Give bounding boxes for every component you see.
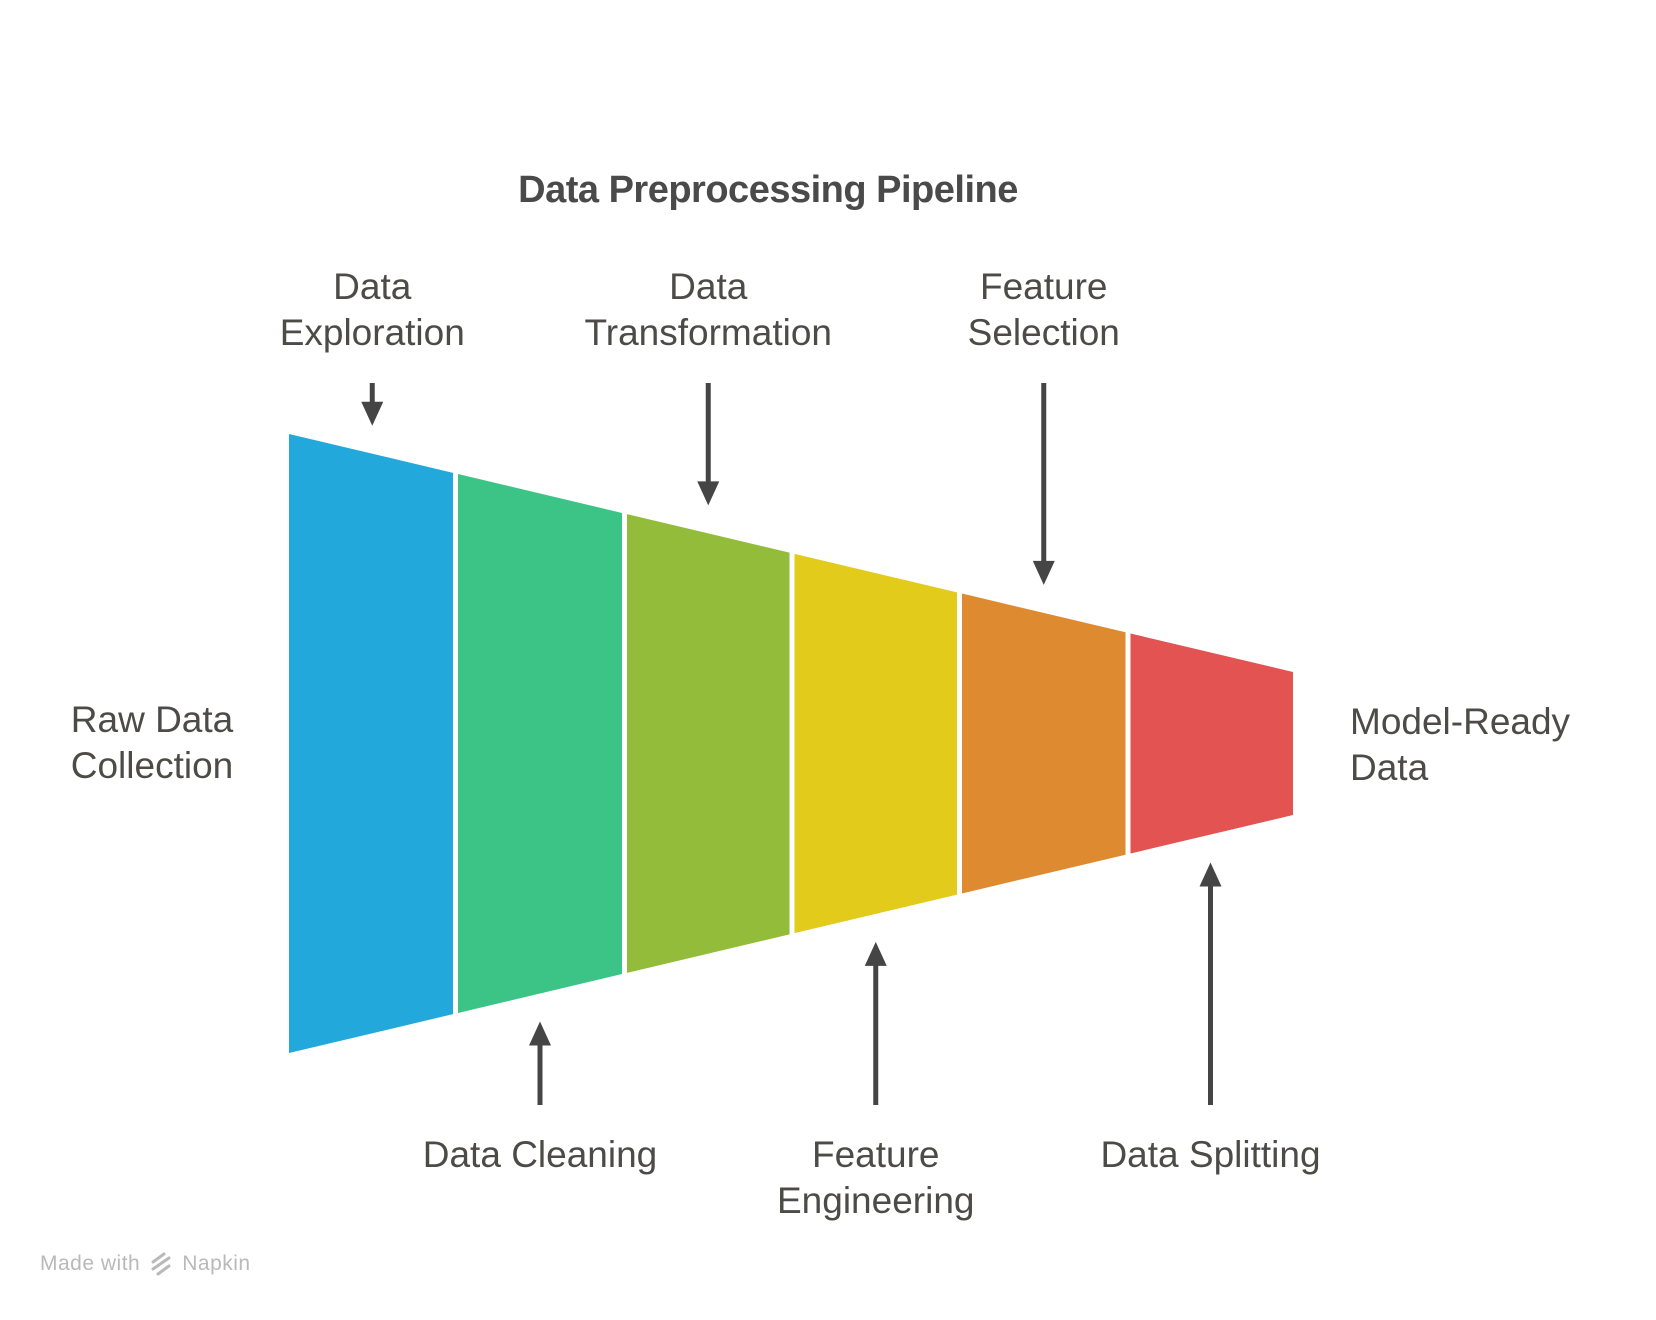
- watermark: Made with Napkin: [40, 1250, 251, 1278]
- input-label-line-2: Collection: [70, 745, 234, 786]
- funnel-segment-data-splitting: [1130, 633, 1293, 854]
- stage-label-line: Transformation: [584, 312, 832, 353]
- stage-arrow-feature-engineering: [864, 941, 887, 1105]
- stage-arrow-data-transformation: [697, 383, 720, 506]
- stage-arrow-data-cleaning: [529, 1021, 551, 1105]
- arrow-head: [697, 481, 720, 506]
- arrow-head: [1199, 862, 1222, 887]
- arrow-head: [529, 1021, 551, 1046]
- output-label-line-2: Data: [1350, 747, 1429, 788]
- napkin-logo-icon: [151, 1252, 171, 1276]
- stage-label-line: Data: [669, 266, 748, 307]
- arrow-head: [864, 941, 887, 966]
- stage-label-line: Feature: [979, 266, 1108, 307]
- arrow-head: [361, 401, 384, 426]
- stage-label-data-cleaning: Data Cleaning: [423, 1132, 657, 1178]
- stage-arrow-feature-selection: [1032, 383, 1055, 585]
- stage-label-line: Data: [333, 266, 412, 307]
- stage-label-line: Selection: [967, 312, 1120, 353]
- stage-label-line: Data Cleaning: [422, 1134, 658, 1175]
- funnel-segment-feature-selection: [962, 593, 1126, 894]
- stage-label-line: Exploration: [279, 312, 465, 353]
- output-label-line-1: Model-Ready: [1350, 701, 1571, 742]
- output-label-model-ready-data: Model-Ready Data: [1350, 699, 1570, 791]
- funnel-segment-data-cleaning: [458, 474, 622, 1013]
- watermark-brand: Napkin: [182, 1252, 251, 1275]
- diagram-title: Data Preprocessing Pipeline: [518, 169, 1018, 211]
- stage-arrow-data-splitting: [1199, 862, 1222, 1105]
- watermark-made-with: Made with: [40, 1252, 141, 1275]
- stage-label-line: Data Splitting: [1100, 1134, 1321, 1175]
- input-label-line-1: Raw Data: [70, 699, 234, 740]
- funnel-segment-data-transformation: [627, 514, 790, 973]
- funnel-segment-feature-engineering: [794, 553, 957, 934]
- arrow-head: [1032, 560, 1055, 585]
- stage-arrow-data-exploration: [361, 383, 384, 426]
- stage-label-line: Feature: [811, 1134, 940, 1175]
- stage-label-data-splitting: Data Splitting: [1100, 1132, 1320, 1178]
- funnel-segment-data-exploration: [289, 434, 453, 1053]
- input-label-raw-data-collection: Raw Data Collection: [71, 697, 233, 789]
- stage-label-line: Engineering: [777, 1180, 975, 1221]
